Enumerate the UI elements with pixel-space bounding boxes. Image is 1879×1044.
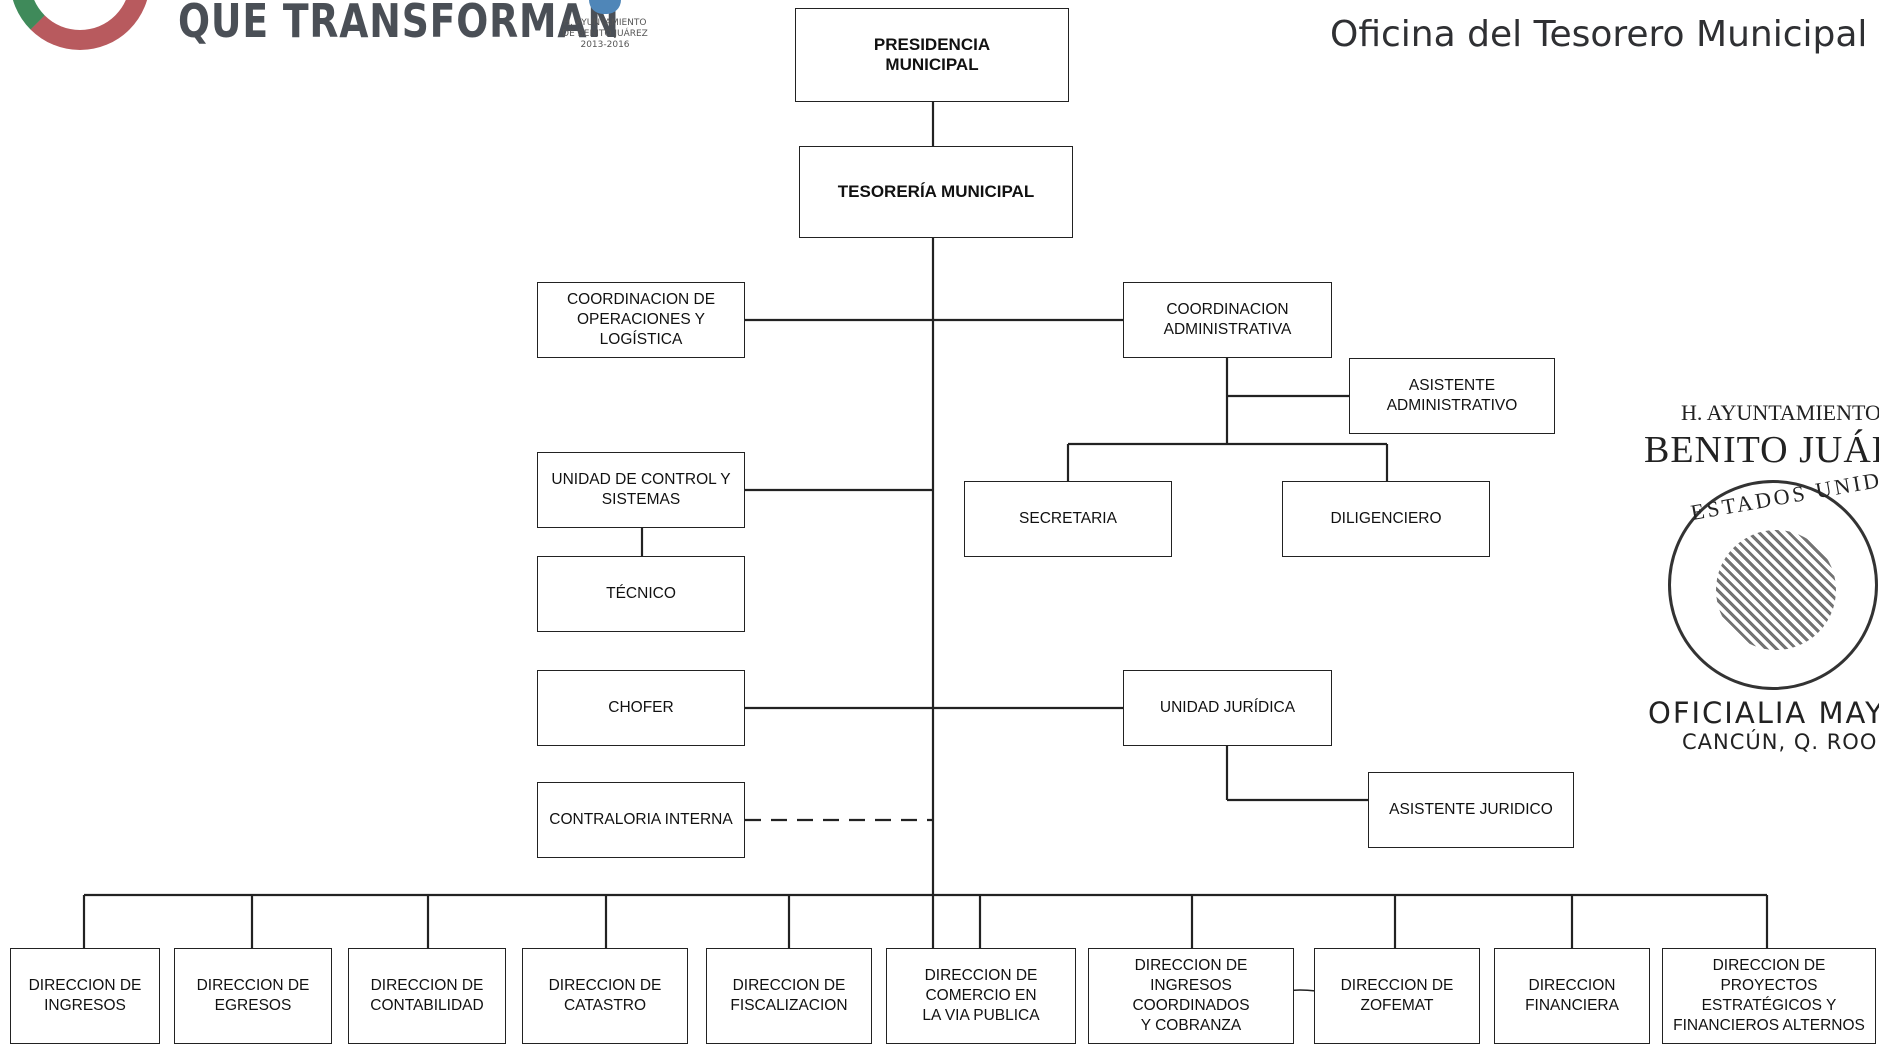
official-seal: H. AYUNTAMIENTO BENITO JUÁR ESTADOS UNID… — [1636, 400, 1879, 780]
page-title: Oficina del Tesorero Municipal — [1330, 14, 1868, 55]
ayuntamiento-line-1: H. AYUNTAMIENTO — [563, 18, 647, 28]
node-tesoreria: TESORERÍA MUNICIPAL — [799, 146, 1073, 238]
node-contraloria: CONTRALORIA INTERNA — [537, 782, 745, 858]
node-asistente-juridico: ASISTENTE JURIDICO — [1368, 772, 1574, 848]
node-unidad-control: UNIDAD DE CONTROL Y SISTEMAS — [537, 452, 745, 528]
node-tecnico: TÉCNICO — [537, 556, 745, 632]
eagle-icon — [1716, 530, 1836, 650]
node-direccion: DIRECCION FINANCIERA — [1494, 948, 1650, 1044]
node-diligenciero: DILIGENCIERO — [1282, 481, 1490, 557]
seal-line-1: H. AYUNTAMIENTO — [1681, 400, 1879, 425]
ayuntamiento-logo-icon — [589, 0, 621, 14]
node-direccion: DIRECCION DE ZOFEMAT — [1314, 948, 1480, 1044]
node-chofer: CHOFER — [537, 670, 745, 746]
node-direccion: DIRECCION DE INGRESOS — [10, 948, 160, 1044]
node-direccion: DIRECCION DE INGRESOS COORDINADOS Y COBR… — [1088, 948, 1294, 1044]
node-direccion: DIRECCION DE CONTABILIDAD — [348, 948, 506, 1044]
node-coord-administrativa: COORDINACION ADMINISTRATIVA — [1123, 282, 1332, 358]
ayuntamiento-line-3: 2013-2016 — [580, 40, 630, 50]
node-direccion: DIRECCION DE COMERCIO EN LA VIA PUBLICA — [886, 948, 1076, 1044]
seal-line-3: OFICIALIA MAYO — [1648, 696, 1879, 730]
node-direccion: DIRECCION DE EGRESOS — [174, 948, 332, 1044]
node-unidad-juridica: UNIDAD JURÍDICA — [1123, 670, 1332, 746]
node-asistente-administrativo: ASISTENTE ADMINISTRATIVO — [1349, 358, 1555, 434]
node-direccion: DIRECCION DE CATASTRO — [522, 948, 688, 1044]
node-direccion: DIRECCION DE FISCALIZACION — [706, 948, 872, 1044]
logo-text: QUE TRANSFORMAN — [178, 0, 620, 48]
seal-line-4: CANCÚN, Q. ROO — [1682, 730, 1878, 754]
seal-line-2: BENITO JUÁR — [1644, 429, 1879, 471]
node-secretaria: SECRETARIA — [964, 481, 1172, 557]
seal-emblem-icon — [1668, 480, 1878, 690]
node-presidencia: PRESIDENCIA MUNICIPAL — [795, 8, 1069, 102]
ayuntamiento-line-2: DE BENITO JUÁREZ — [562, 29, 648, 39]
node-direccion: DIRECCION DE PROYECTOS ESTRATÉGICOS Y FI… — [1662, 948, 1876, 1044]
node-coord-operaciones: COORDINACION DE OPERACIONES Y LOGÍSTICA — [537, 282, 745, 358]
ayuntamiento-small-logo: H. AYUNTAMIENTO DE BENITO JUÁREZ 2013-20… — [560, 0, 650, 51]
